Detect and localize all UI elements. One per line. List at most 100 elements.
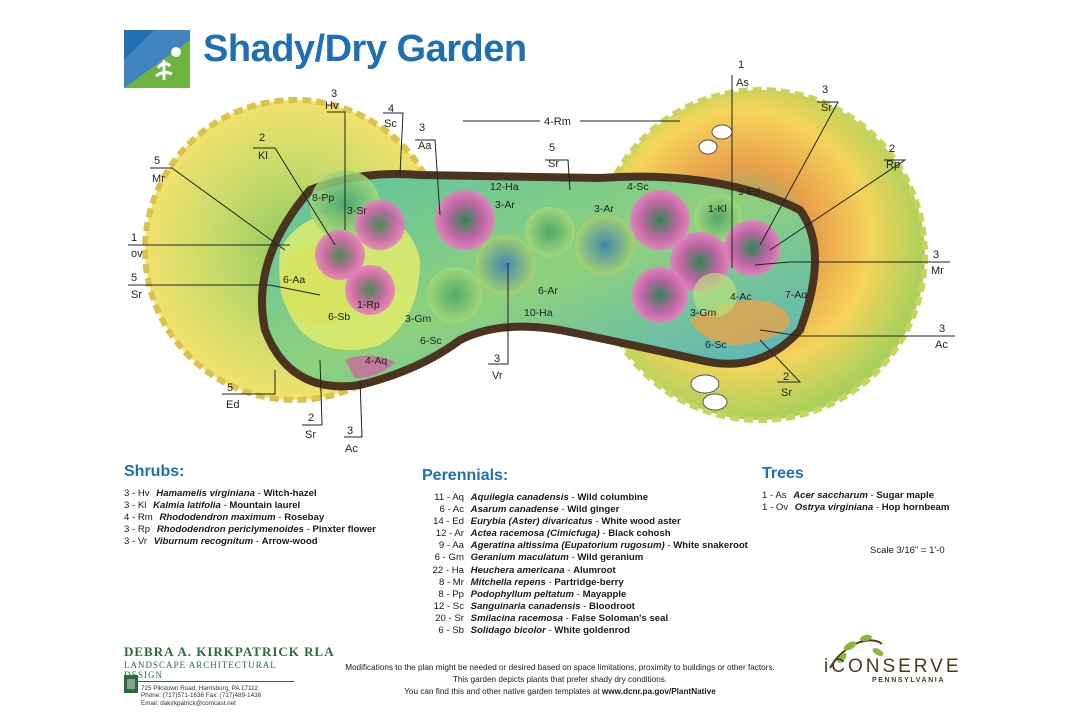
list-item: 1 - Ov Ostrya virginiana - Hop hornbeam [762, 502, 950, 514]
callout-num: 5 [131, 272, 137, 284]
list-item: 12 - Sc Sanguinaria canadensis - Bloodro… [433, 600, 635, 612]
callout-code: Ac [935, 339, 948, 351]
callout-num: 2 [783, 371, 789, 383]
brand-state: PENNSYLVANIA [872, 677, 946, 684]
callout-num: 3 [331, 88, 337, 100]
list-item: 3 - Vr Viburnum recognitum - Arrow-wood [124, 536, 318, 548]
bed-label: 1-Rp [357, 299, 380, 311]
leaf-sprig-icon [829, 634, 884, 669]
designer-subtitle: LANDSCAPE ARCHITECTURAL DESIGN [124, 660, 294, 682]
list-item: 3 - Kl Kalmia latifolia - Mountain laure… [124, 500, 301, 512]
list-item: 6 - Gm Geranium maculatum - Wild geraniu… [434, 552, 644, 564]
page-title: Shady/Dry Garden [203, 28, 527, 70]
callout-num: 3 [419, 122, 425, 134]
perennials-title: Perennials: [422, 467, 509, 484]
email-line: Email: dakirkpatrick@comcast.net [141, 699, 236, 707]
callouts: 3 Hv 2 Kl 4 Sc 3 Aa 4-Rm 5 Sr 1 As 3 Sr … [131, 59, 948, 455]
callout-code: Mr [152, 173, 165, 185]
bed-label: 6-Aa [283, 274, 305, 286]
list-item: 3 - Rp Rhododendron periclymenoides - Pi… [124, 524, 376, 536]
callout-code: Kl [258, 150, 268, 162]
bed-label: 6-Ar [538, 285, 558, 297]
callout-code: As [736, 77, 749, 89]
callout-code: Sr [781, 387, 792, 399]
flower-clumps [690, 124, 733, 411]
callout-num: 5 [227, 382, 233, 394]
callout-code: Mr [931, 265, 944, 277]
callout-num: 3 [939, 323, 945, 335]
callout-num: 2 [889, 143, 895, 155]
bed-label: 4-Aq [365, 355, 387, 367]
callout-num: 2 [259, 132, 265, 144]
bed-label: 3-Ar [594, 203, 614, 215]
list-item: 14 - Ed Eurybia (Aster) divaricatus - Wh… [433, 516, 681, 528]
designer-name: DEBRA A. KIRKPATRICK RLA [124, 644, 335, 659]
list-item: 9 - Aa Ageratina altissima (Eupatorium r… [438, 540, 748, 552]
bed-label: 3-Gm [405, 313, 432, 325]
bed-label: 3-Sr [347, 205, 367, 217]
callout-code: Hv [325, 100, 339, 112]
bed-label: 12-Ha [490, 181, 519, 193]
bed-labels: 8-Pp 3-Sr 6-Aa 6-Sb 1-Rp 3-Gm 6-Sc 4-Aq … [283, 181, 807, 367]
leader-lines [128, 75, 955, 438]
callout-code: Sr [821, 102, 832, 114]
callout-num: 3 [347, 425, 353, 437]
list-item: 3 - Hv Hamamelis virginiana - Witch-haze… [124, 488, 317, 499]
garden-plan: 8-Pp 3-Sr 6-Aa 6-Sb 1-Rp 3-Gm 6-Sc 4-Aq … [128, 59, 955, 455]
brand-word: iCONSERVE [824, 656, 962, 677]
callout-code: Sc [384, 118, 397, 130]
note-line: This garden depicts plants that prefer s… [452, 675, 668, 684]
bed-label: 6-Sc [705, 339, 727, 351]
scale-note: Scale 3/16" = 1'-0 [870, 545, 945, 556]
list-item: 1 - As Acer saccharum - Sugar maple [762, 490, 934, 501]
callout-num: 2 [308, 412, 314, 424]
bed-label: 1-Kl [708, 203, 727, 215]
list-item: 11 - Aq Aquilegia canadensis - Wild colu… [434, 492, 649, 503]
dcnr-logo-icon [124, 30, 190, 88]
bed-label: 3-Ar [495, 199, 515, 211]
callout-code: Rp [886, 159, 900, 171]
list-item: 4 - Rm Rhododendron maximum - Rosebay [124, 512, 325, 524]
callout-num: 1 [738, 59, 744, 71]
list-item: 22 - Ha Heuchera americana - Alumroot [432, 564, 616, 576]
address-line: 725 Pikstown Road, Harrisburg, PA 17112 [141, 685, 259, 692]
trees-legend: Trees 1 - As Acer saccharum - Sugar mapl… [762, 465, 949, 514]
callout-code: Vr [492, 370, 503, 382]
bed-label: 10-Ha [524, 307, 553, 319]
callout-code: Sr [305, 429, 316, 441]
note-line: Modifications to the plan might be neede… [345, 663, 775, 672]
shrubs-legend: Shrubs: 3 - Hv Hamamelis virginiana - Wi… [124, 463, 376, 548]
callout-code: ov [131, 248, 143, 260]
callout-code: Sr [548, 158, 559, 170]
bed-label: 9-Ed [738, 186, 760, 198]
list-item: 6 - Ac Asarum canadense - Wild ginger [439, 504, 620, 516]
plantnative-link[interactable]: www.dcnr.pa.gov/PlantNative [601, 687, 716, 696]
list-item: 12 - Ar Actea racemosa (Cimicfuga) - Bla… [435, 528, 671, 540]
bed-label: 8-Pp [312, 192, 334, 204]
callout-code: Ed [226, 399, 239, 411]
callout-num: 3 [933, 249, 939, 261]
callout-num: 1 [131, 232, 137, 244]
callout-num: 4-Rm [544, 116, 571, 128]
pa-map-icon [124, 675, 138, 693]
bed-label: 3-Gm [690, 307, 717, 319]
list-item: 20 - Sr Smilacina racemosa - False Solom… [435, 612, 669, 624]
bed-label: 6-Sb [328, 311, 350, 323]
callout-code: Aa [418, 140, 432, 152]
bed-label: 6-Sc [420, 335, 442, 347]
list-item: 8 - Mr Mitchella repens - Partridge-berr… [438, 576, 624, 588]
shrubs-title: Shrubs: [124, 463, 185, 480]
callout-num: 3 [494, 353, 500, 365]
bed-label: 7-Aq [785, 289, 807, 301]
bed-label: 4-Sc [627, 181, 649, 193]
trees-title: Trees [762, 465, 804, 482]
callout-num: 3 [822, 84, 828, 96]
bed-label: 4-Ac [730, 291, 752, 303]
footer-notes: Modifications to the plan might be neede… [300, 662, 820, 698]
list-item: 8 - Pp Podophyllum peltatum - Mayapple [438, 588, 627, 600]
iconserve-logo: iCONSERVE PENNSYLVANIA [820, 630, 970, 688]
phone-line: Phone: (717)571-1636 Fax: (717)489-1438 [141, 692, 262, 700]
list-item: 6 - Sb Solidago bicolor - White goldenro… [438, 625, 631, 637]
callout-num: 5 [549, 142, 555, 154]
designer-address: 725 Pikstown Road, Harrisburg, PA 17112 … [141, 685, 335, 707]
